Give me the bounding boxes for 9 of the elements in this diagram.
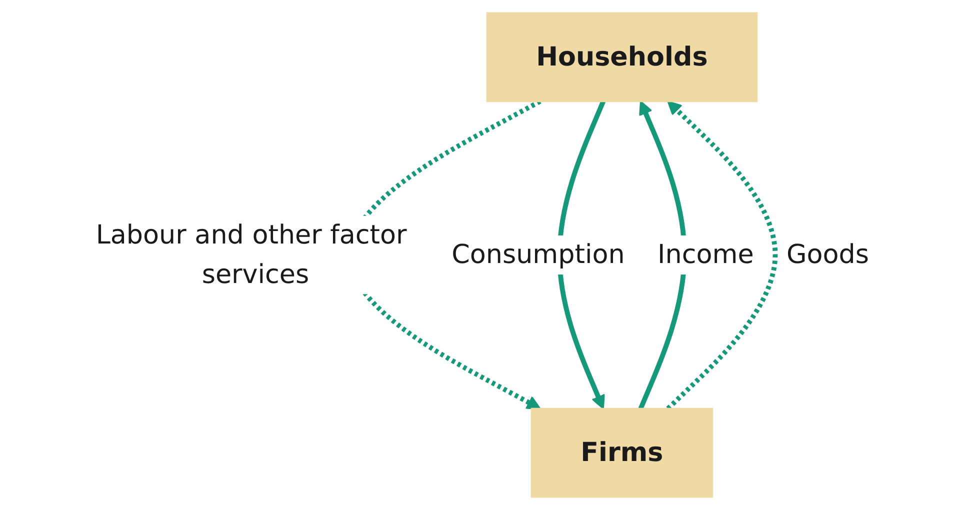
edge-label: Goods	[786, 238, 869, 270]
edge-label: Consumption	[452, 238, 625, 270]
node-box: Households	[486, 12, 758, 102]
edge-label: Income	[658, 238, 754, 270]
edge-label: Labour and other factor services	[96, 219, 407, 290]
arrow	[557, 100, 606, 410]
arrow	[666, 100, 778, 410]
arrow	[638, 100, 687, 410]
node-box: Firms	[530, 408, 714, 498]
